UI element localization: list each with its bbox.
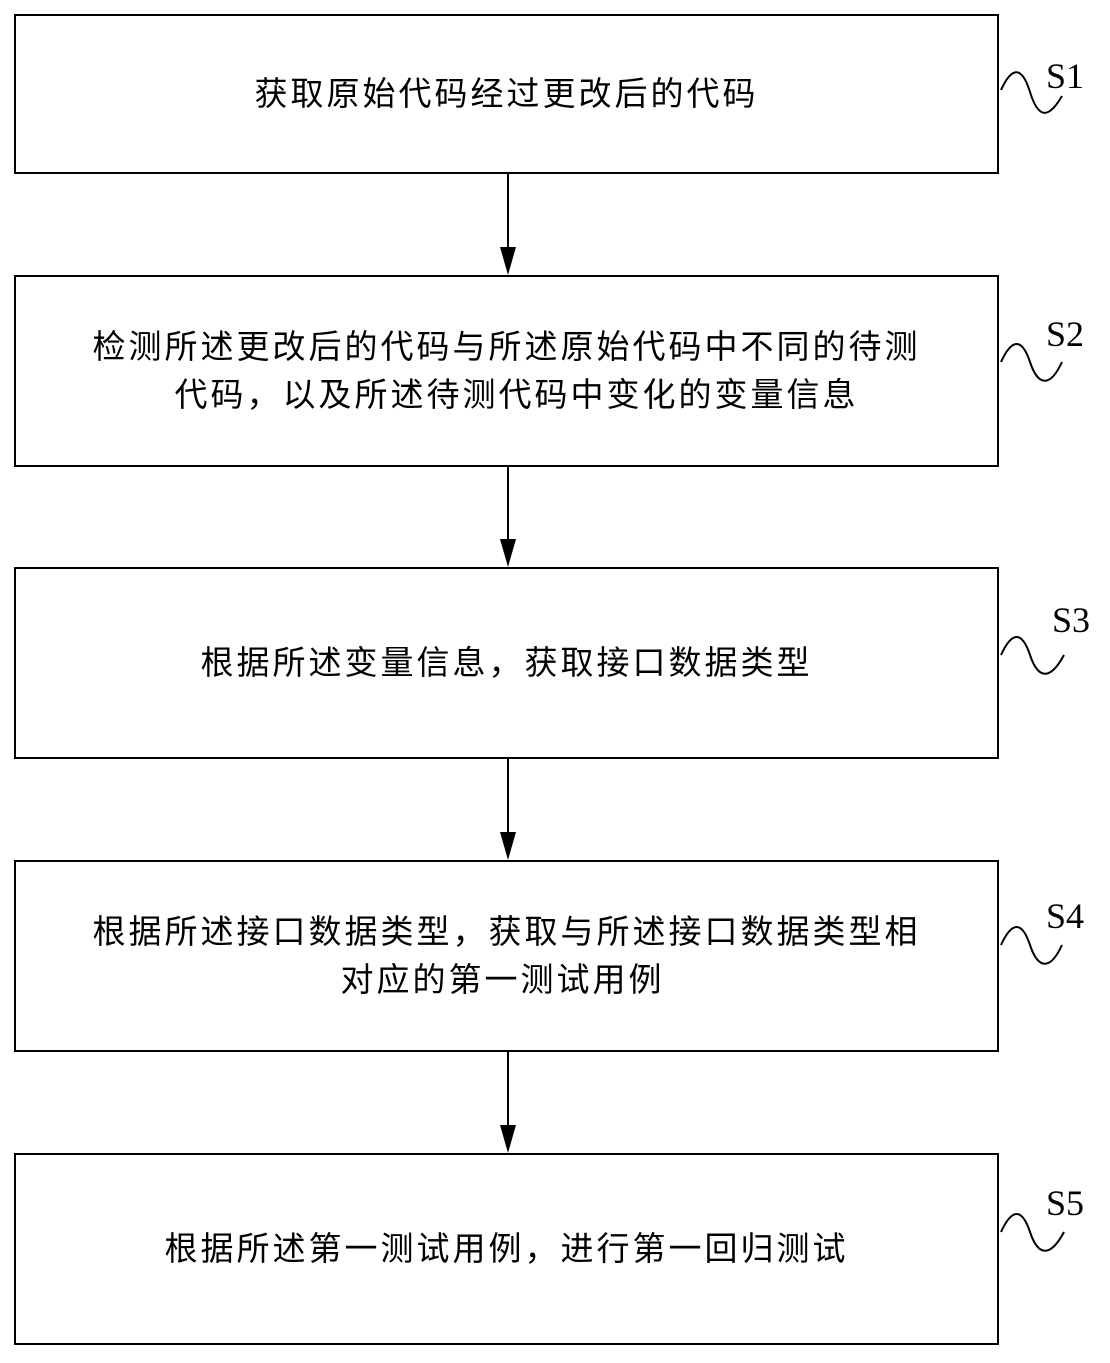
step-box-s5: 根据所述第一测试用例，进行第一回归测试 xyxy=(14,1153,999,1345)
step-box-s1: 获取原始代码经过更改后的代码 xyxy=(14,14,999,174)
step-label-s3: S3 xyxy=(1052,600,1091,640)
leader-squiggle-s4 xyxy=(1000,926,1063,965)
arrow-s1-s2 xyxy=(500,174,516,275)
step-text-s4: 根据所述接口数据类型，获取与所述接口数据类型相 对应的第一测试用例 xyxy=(87,908,927,1004)
step-label-s1: S1 xyxy=(1046,56,1085,96)
step-text-s3: 根据所述变量信息，获取接口数据类型 xyxy=(195,639,819,687)
step-text-line: 获取原始代码经过更改后的代码 xyxy=(254,74,759,113)
step-text-s5: 根据所述第一测试用例，进行第一回归测试 xyxy=(159,1225,855,1273)
step-text-line: 根据所述变量信息，获取接口数据类型 xyxy=(200,643,813,682)
step-box-s4: 根据所述接口数据类型，获取与所述接口数据类型相 对应的第一测试用例 xyxy=(14,860,999,1052)
step-text-line: 根据所述接口数据类型，获取与所述接口数据类型相 xyxy=(92,912,921,951)
arrow-s4-s5 xyxy=(500,1052,516,1153)
step-label-s4: S4 xyxy=(1046,896,1085,936)
step-text-s1: 获取原始代码经过更改后的代码 xyxy=(249,70,765,118)
step-box-s3: 根据所述变量信息，获取接口数据类型 xyxy=(14,567,999,759)
step-box-s2: 检测所述更改后的代码与所述原始代码中不同的待测 代码，以及所述待测代码中变化的变… xyxy=(14,275,999,467)
step-text-s2: 检测所述更改后的代码与所述原始代码中不同的待测 代码，以及所述待测代码中变化的变… xyxy=(87,323,927,419)
arrow-s2-s3 xyxy=(500,467,516,567)
arrow-s3-s4 xyxy=(500,759,516,860)
step-text-line: 代码，以及所述待测代码中变化的变量信息 xyxy=(174,375,859,414)
leader-squiggle-s2 xyxy=(1000,343,1063,382)
leader-squiggle-s5 xyxy=(1000,1213,1065,1252)
leader-squiggle-s3 xyxy=(1000,636,1065,675)
leader-squiggle-s1 xyxy=(1000,71,1063,114)
step-text-line: 根据所述第一测试用例，进行第一回归测试 xyxy=(164,1229,849,1268)
step-label-s5: S5 xyxy=(1046,1183,1085,1223)
step-text-line: 对应的第一测试用例 xyxy=(340,960,665,999)
step-text-line: 检测所述更改后的代码与所述原始代码中不同的待测 xyxy=(92,327,921,366)
step-label-s2: S2 xyxy=(1046,314,1085,354)
